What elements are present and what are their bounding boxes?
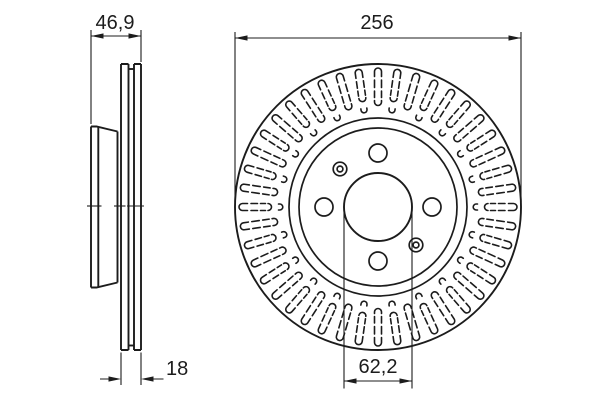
extension-line (120, 352, 142, 385)
arrowhead-right (128, 33, 141, 39)
vent-slot (335, 72, 353, 111)
vent-slot (300, 88, 326, 123)
vent-slot (239, 183, 279, 197)
dimension-outer-diameter-value: 256 (360, 12, 393, 34)
vent-slot (403, 303, 421, 342)
outer-circle (234, 63, 522, 351)
front-view (234, 63, 522, 351)
rivet-hole-outer (332, 161, 348, 177)
bolt-hole-right (422, 197, 442, 217)
dimension-hat-width: 46,9 (90, 12, 142, 124)
vent-slots (238, 67, 518, 347)
arrowhead-left (91, 33, 104, 39)
vent-slot-dashed (243, 230, 288, 250)
arrowhead-right (141, 376, 154, 382)
vent-slot-dashed (415, 292, 439, 335)
vent-slot-dashed (472, 202, 518, 212)
bolt-hole-bottom (368, 251, 388, 271)
vent-slot (453, 113, 485, 143)
vent-slot-dashed (438, 100, 472, 137)
vent-slot (469, 146, 506, 168)
friction-band-inner-circle (288, 117, 468, 297)
vent-slot (477, 217, 517, 231)
vent-slot-dashed (388, 68, 402, 114)
arrowhead-right (508, 35, 521, 41)
vent-slot (335, 303, 353, 342)
dimension-center-bore: 62,2 (343, 206, 413, 389)
vent-slot (403, 72, 421, 111)
vent-slot-dashed (243, 164, 288, 184)
hub-face-circle (298, 127, 458, 287)
vent-slot-dashed (284, 277, 318, 314)
arrowhead-right (399, 378, 412, 384)
rivet-hole-se (408, 237, 424, 253)
hat-top-edge (91, 125, 118, 133)
vent-slot (477, 183, 517, 197)
vent-slot-dashed (259, 129, 300, 158)
vent-slot (430, 88, 456, 123)
vent-slot-dashed (238, 202, 284, 212)
vent-slot-dashed (354, 68, 368, 114)
vent-slot (373, 67, 383, 107)
rivet-hole-inner (336, 165, 344, 173)
bolt-hole-left (314, 197, 334, 217)
vent-slot-dashed (456, 129, 497, 158)
vent-slot (271, 113, 303, 143)
vent-slot (250, 246, 287, 268)
vent-slot (469, 246, 506, 268)
dimension-hat-width-value: 46,9 (96, 12, 135, 34)
vent-slot-dashed (468, 230, 513, 250)
rivet-hole-inner (412, 241, 420, 249)
dimension-outer-diameter: 256 (234, 12, 522, 202)
dimension-thickness: 18 (100, 352, 188, 385)
extension-line (234, 32, 522, 202)
vent-slot-dashed (415, 79, 439, 122)
bolt-hole-top (368, 143, 388, 163)
dimension-thickness-value: 18 (166, 358, 188, 380)
rivet-hole-nw (332, 161, 348, 177)
vent-slot (239, 217, 279, 231)
extension-line (343, 206, 413, 389)
vent-slot (453, 271, 485, 301)
vent-slot-dashed (317, 292, 341, 335)
arrowhead-left (108, 376, 121, 382)
dimension-center-bore-value: 62,2 (359, 356, 398, 378)
vent-slot-dashed (354, 300, 368, 346)
vent-slot-dashed (284, 100, 318, 137)
vent-slot-dashed (456, 256, 497, 285)
extension-line (90, 30, 142, 124)
vent-slot (250, 146, 287, 168)
vent-slot-dashed (438, 277, 472, 314)
hat-bottom-edge (91, 281, 118, 289)
vent-slot (300, 291, 326, 326)
side-view (87, 63, 144, 351)
vent-slot-dashed (259, 256, 300, 285)
vent-slot (430, 291, 456, 326)
vent-slot (373, 307, 383, 347)
vent-slot-dashed (317, 79, 341, 122)
vent-slot-dashed (388, 300, 402, 346)
arrowhead-left (235, 35, 248, 41)
vent-slot-dashed (468, 164, 513, 184)
rivet-hole-outer (408, 237, 424, 253)
center-bore-circle (343, 172, 413, 242)
vent-slot (271, 271, 303, 301)
arrowhead-left (344, 378, 357, 384)
